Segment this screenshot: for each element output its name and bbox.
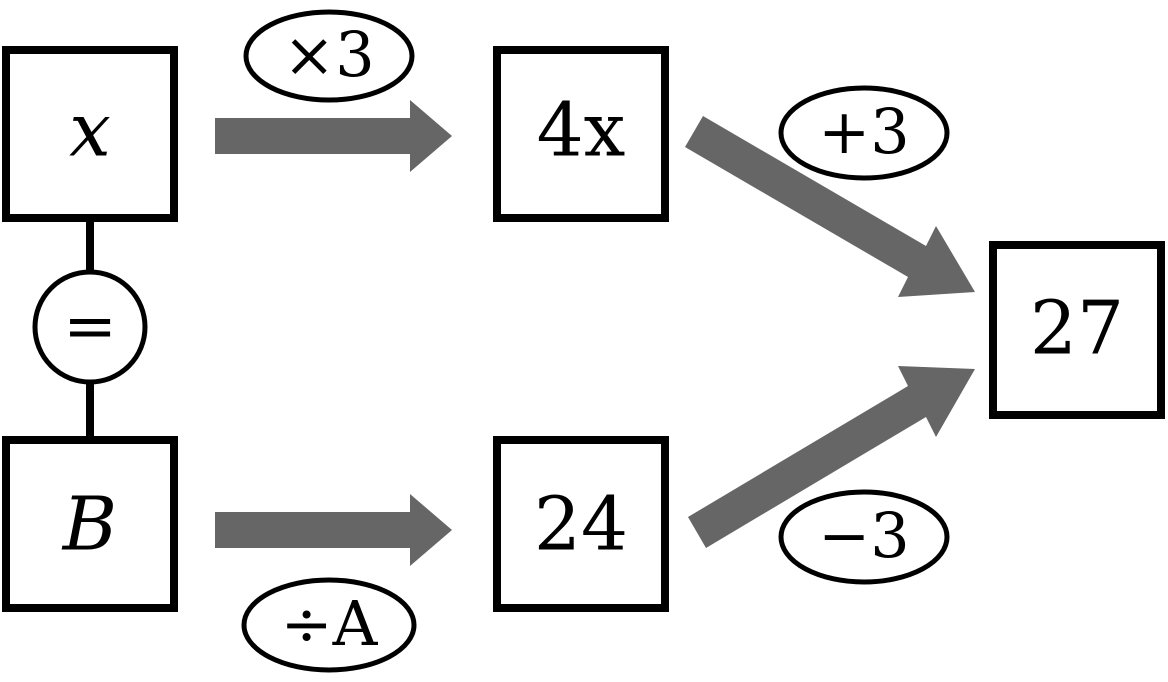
node-27-label: 27 bbox=[1030, 285, 1124, 371]
operation-plus-three-oval bbox=[778, 85, 950, 181]
operation-times-three-oval bbox=[243, 9, 415, 103]
node-24-label: 24 bbox=[534, 481, 628, 567]
equals-symbol: = bbox=[63, 290, 117, 364]
node-4x-box bbox=[493, 46, 669, 222]
node-24: 24 bbox=[493, 436, 669, 612]
node-4x-label: 4x bbox=[537, 87, 626, 173]
node-x-label: x bbox=[69, 87, 111, 173]
node-b-box bbox=[2, 436, 178, 612]
operation-minus-three-oval bbox=[778, 489, 950, 585]
arrow-24-to-27 bbox=[688, 366, 975, 548]
operation-minus-three-label: −3 bbox=[818, 499, 909, 572]
node-27-box bbox=[989, 241, 1165, 419]
node-x-box bbox=[2, 46, 178, 222]
equals-node: = bbox=[32, 269, 148, 385]
node-4x: 4x bbox=[493, 46, 669, 222]
operation-minus-three: −3 bbox=[778, 489, 950, 585]
node-27: 27 bbox=[989, 241, 1165, 419]
operation-times-three-label: ×3 bbox=[283, 18, 374, 91]
operation-divide-by-a: ÷A bbox=[241, 577, 417, 673]
operation-divide-by-a-oval bbox=[241, 577, 417, 673]
node-x: x bbox=[2, 46, 178, 222]
operation-divide-by-a-label: ÷A bbox=[281, 587, 379, 660]
operation-plus-three: +3 bbox=[778, 85, 950, 181]
node-24-box bbox=[493, 436, 669, 612]
operation-times-three: ×3 bbox=[243, 9, 415, 103]
operation-plus-three-label: +3 bbox=[818, 95, 909, 168]
arrow-b-to-24 bbox=[215, 494, 452, 566]
node-b-label: B bbox=[61, 481, 117, 567]
arrow-4x-to-27 bbox=[685, 116, 975, 297]
arrow-x-to-4x bbox=[215, 100, 452, 172]
equals-circle bbox=[32, 269, 148, 385]
node-b: B bbox=[2, 436, 178, 612]
